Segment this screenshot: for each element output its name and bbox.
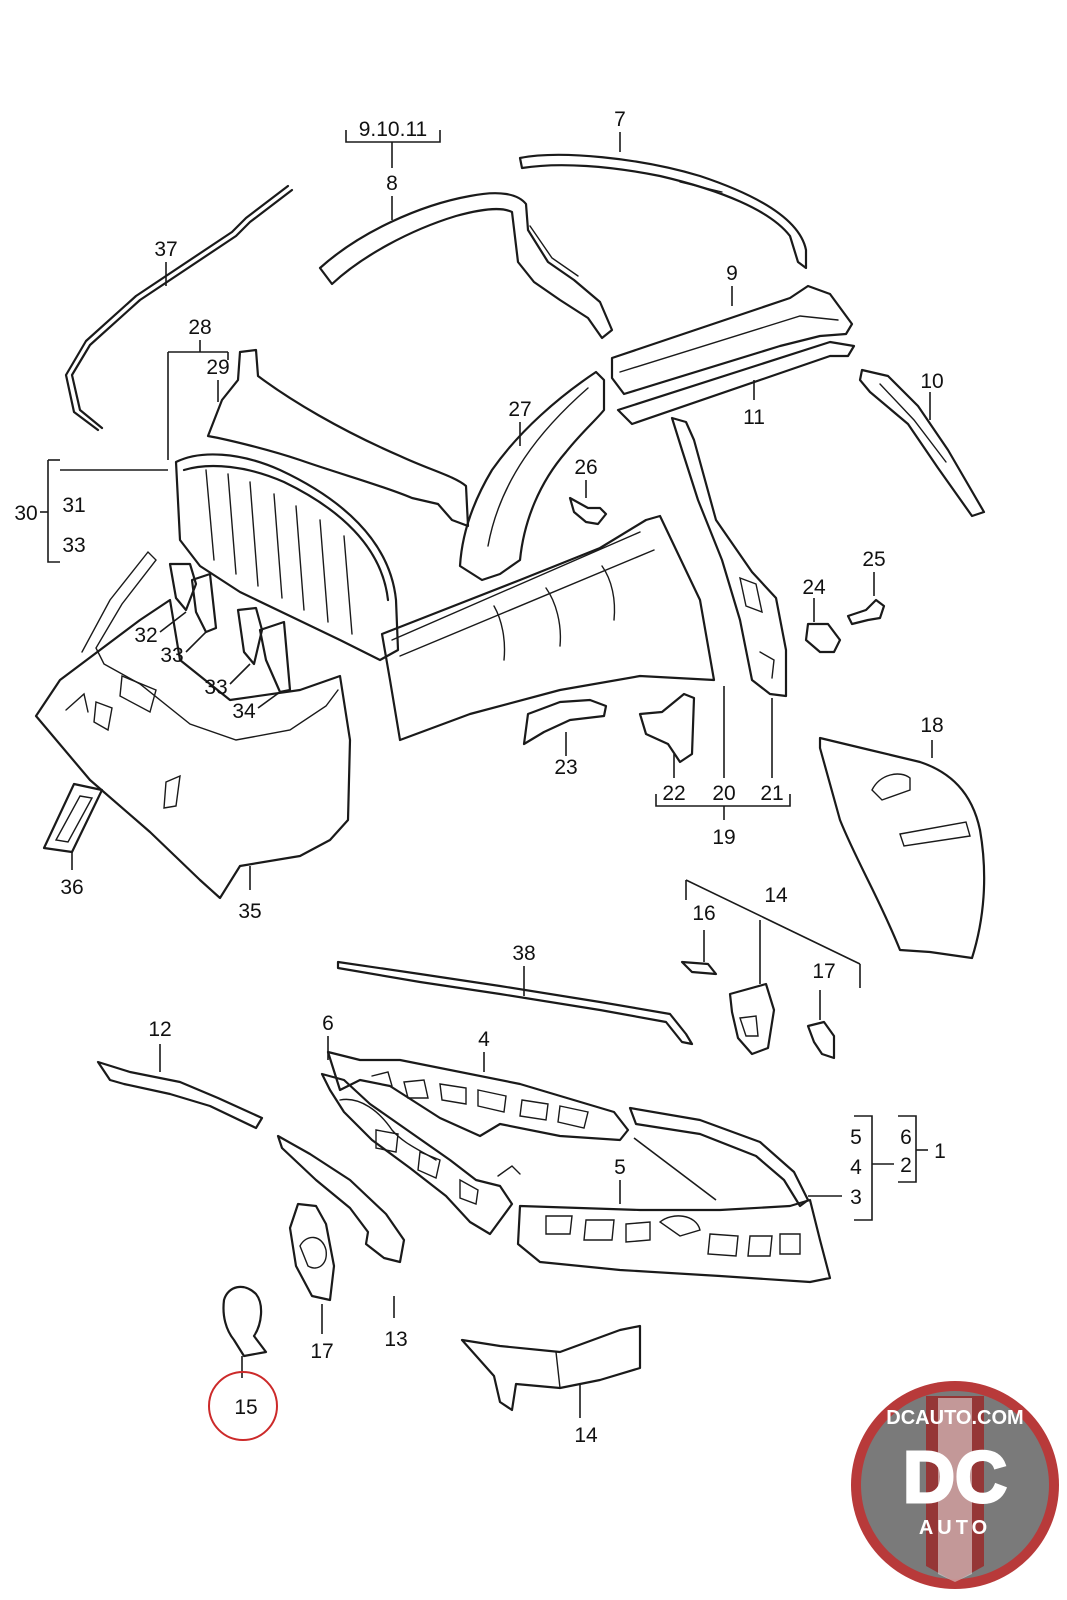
part-38-sill-strip (336, 960, 694, 1046)
part-5-rear-skin (628, 1106, 810, 1208)
part-37-trim-strip (64, 184, 294, 432)
callout-19: 17 (310, 1340, 333, 1363)
part-28-bolt (568, 496, 608, 526)
part-9-roof-crossmember (610, 284, 854, 396)
callout-25: 23 (554, 756, 577, 779)
callout-27: 25 (862, 548, 885, 571)
leader-lines (40, 130, 933, 1418)
callout-23: 21 (760, 782, 783, 805)
part-8-roof-rail (318, 192, 614, 340)
logo-dc-text: DC (903, 1438, 1007, 1518)
callout-28: 26 (574, 456, 597, 479)
callout-38: 38 (512, 942, 535, 965)
part-25-patch (522, 698, 608, 746)
callout-21: 19 (712, 826, 735, 849)
part-20-rear-fender (818, 736, 986, 960)
callout-34-top: 33 (62, 534, 85, 557)
part-19-bracket (288, 1202, 336, 1302)
callout-6-top: 6 (322, 1012, 334, 1035)
callout-9: 9 (726, 262, 738, 285)
part-23-quarter-member (670, 416, 788, 698)
callout-5-bracket: 5 (850, 1126, 862, 1149)
callout-37: 37 (154, 238, 177, 261)
part-34-bracket-right (258, 620, 292, 694)
callout-4-top: 4 (478, 1028, 490, 1051)
callout-4-bracket: 4 (850, 1156, 862, 1179)
callout-8: 8 (386, 172, 398, 195)
part-5-floor-panel (516, 1198, 832, 1284)
callout-12: 12 (148, 1018, 171, 1041)
part-16-bracket (728, 982, 776, 1056)
part-24-patch (638, 692, 696, 764)
callout-15: 15 (234, 1396, 257, 1419)
callout-22: 20 (712, 782, 735, 805)
callout-26: 24 (802, 576, 826, 599)
part-36-channel (42, 782, 104, 854)
part-32-rear-bulkhead (174, 453, 400, 662)
callout-33-top: 31 (62, 494, 85, 517)
callout-30: 28 (188, 316, 211, 339)
callout-16: 14 (764, 884, 788, 907)
callout-9-10-11: 9.10.11 (359, 118, 428, 141)
callout-32: 30 (14, 502, 37, 525)
highlight-circle-15 (208, 1371, 278, 1441)
callout-7: 7 (614, 108, 626, 131)
part-13-rail (276, 1134, 406, 1264)
part-34-bracket-left (190, 572, 218, 634)
part-4-rear-panel (326, 1050, 630, 1142)
callout-13: 13 (384, 1328, 407, 1351)
callout-33-mid: 32 (134, 624, 157, 647)
callout-36: 36 (60, 876, 83, 899)
callout-6-bracket: 6 (900, 1126, 912, 1149)
part-27-bolt (846, 598, 886, 626)
logo-site-text: DCAUTO.COM (886, 1407, 1023, 1429)
callout-24: 22 (662, 782, 685, 805)
part-11-roof-crossmember (616, 340, 856, 426)
part-17-clip (806, 1020, 836, 1060)
part-33-bracket-right (236, 606, 264, 666)
callout-10: 10 (920, 370, 943, 393)
part-29-c-pillar (458, 370, 606, 582)
part-10-pillar-strip (858, 368, 986, 518)
part-14-crossmember (460, 1324, 642, 1412)
callout-34-mid: 33 (160, 644, 183, 667)
logo-auto-text: AUTO (919, 1517, 991, 1539)
part-18-clip (680, 960, 718, 976)
callout-33-low: 33 (204, 676, 227, 699)
part-22-wheelhouse-inner (380, 514, 716, 742)
callout-3: 3 (850, 1186, 862, 1209)
callout-29: 27 (508, 398, 531, 421)
callout-18: 16 (692, 902, 715, 925)
part-15-patch (222, 1285, 268, 1358)
callout-2: 2 (900, 1154, 912, 1177)
callout-34-low: 34 (232, 700, 256, 723)
dcauto-logo: DCAUTO.COM DC AUTO (851, 1381, 1059, 1589)
part-26-bracket (804, 622, 842, 654)
callout-20: 18 (920, 714, 943, 737)
callout-5-lower: 5 (614, 1156, 626, 1179)
part-12-rail (96, 1060, 264, 1130)
callout-14: 14 (574, 1424, 598, 1447)
callout-labels: 9.10.11 8 7 37 28 29 9 11 10 27 26 30 31… (14, 108, 946, 1447)
part-35-rear-apron (34, 550, 352, 900)
part-6-side-member (320, 1072, 521, 1236)
callout-11: 11 (743, 406, 765, 429)
part-33-bracket-left (168, 562, 198, 612)
part-31-rear-panel-upper (206, 348, 470, 528)
callout-17: 17 (812, 960, 835, 983)
part-7-roof-front (518, 153, 808, 270)
callout-1: 1 (934, 1140, 946, 1163)
callout-35: 35 (238, 900, 261, 923)
callout-31: 29 (206, 356, 229, 379)
